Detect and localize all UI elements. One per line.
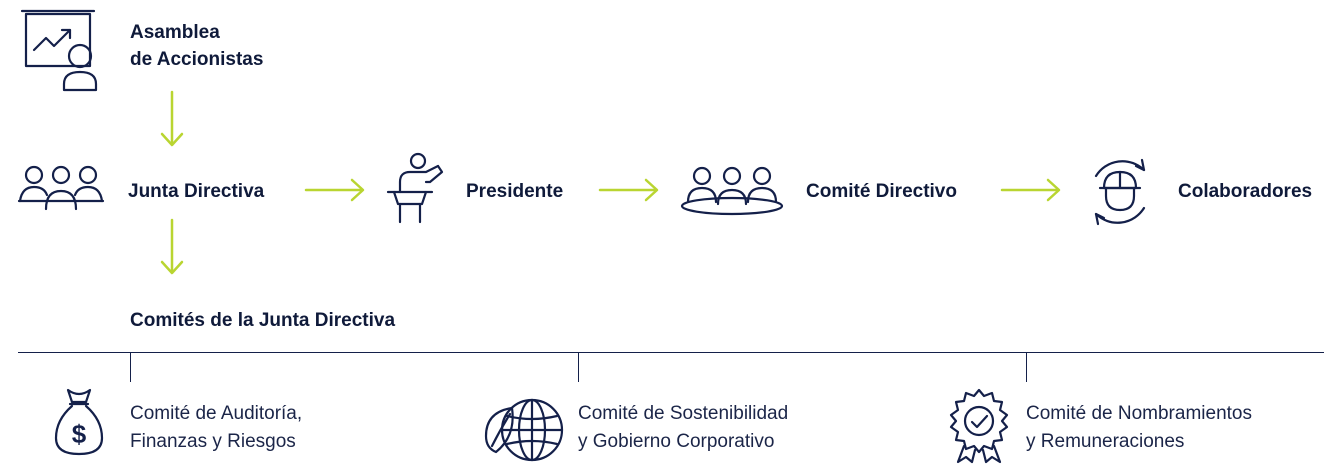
divider-tick-2 — [578, 352, 579, 382]
committee-2-line2: y Gobierno Corporativo — [578, 431, 775, 452]
junta-directiva-label: Junta Directiva — [128, 181, 265, 202]
asamblea-label-line2: de Accionistas — [130, 49, 264, 70]
committee-3-line1: Comité de Nombramientos — [1026, 403, 1252, 424]
divider-line — [18, 352, 1324, 353]
colaboradores-label: Colaboradores — [1178, 181, 1313, 202]
arrow-right-1 — [304, 178, 365, 202]
arrow-down-1 — [160, 90, 184, 147]
award-badge-icon — [949, 388, 1009, 464]
divider-tick-1 — [130, 352, 131, 382]
presentation-icon — [20, 9, 98, 92]
committee-1-line1: Comité de Auditoría, — [130, 403, 303, 424]
podium-speaker-icon — [386, 152, 444, 224]
meeting-table-icon — [680, 166, 784, 216]
committee-2-line1: Comité de Sostenibilidad — [578, 403, 789, 424]
comite-directivo-label: Comité Directivo — [806, 181, 957, 202]
globe-leaf-icon — [484, 398, 564, 462]
asamblea-label-line1: Asamblea — [130, 22, 220, 43]
hardhat-worker-cycle-icon — [1094, 158, 1146, 226]
svg-text:$: $ — [72, 419, 87, 449]
presidente-label: Presidente — [466, 181, 564, 202]
divider-tick-3 — [1026, 352, 1027, 382]
committee-3-line2: y Remuneraciones — [1026, 431, 1185, 452]
money-bag-icon: $ — [54, 388, 104, 456]
committee-1-line2: Finanzas y Riesgos — [130, 431, 296, 452]
arrow-down-2 — [160, 218, 184, 275]
arrow-right-3 — [1000, 178, 1061, 202]
group-people-icon — [17, 165, 105, 211]
comites-junta-heading: Comités de la Junta Directiva — [130, 310, 396, 331]
arrow-right-2 — [598, 178, 659, 202]
